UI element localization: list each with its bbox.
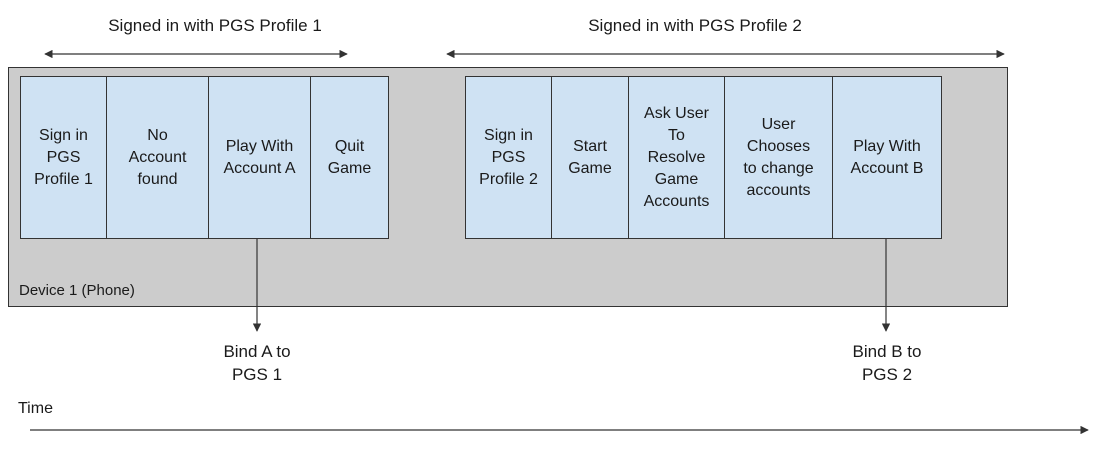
step-quit-game: Quit Game <box>311 77 388 238</box>
bind-b-label: Bind B to PGS 2 <box>852 342 922 384</box>
step-sign-in-profile-1: Sign in PGS Profile 1 <box>21 77 107 238</box>
profile-1-session-lane: Sign in PGS Profile 1 No Account found P… <box>20 76 389 239</box>
step-play-with-account-a: Play With Account A <box>209 77 311 238</box>
device-label: Device 1 (Phone) <box>19 282 135 299</box>
profile-2-session-lane: Sign in PGS Profile 2 Start Game Ask Use… <box>465 76 942 239</box>
step-ask-user-resolve-accounts: Ask User To Resolve Game Accounts <box>629 77 725 238</box>
step-user-chooses-change-accounts: User Chooses to change accounts <box>725 77 833 238</box>
time-axis-label: Time <box>18 400 53 417</box>
step-no-account-found: No Account found <box>107 77 209 238</box>
profile-1-span-label: Signed in with PGS Profile 1 <box>108 16 322 35</box>
profile-2-span-label: Signed in with PGS Profile 2 <box>588 16 802 35</box>
step-play-with-account-b: Play With Account B <box>833 77 941 238</box>
step-sign-in-profile-2: Sign in PGS Profile 2 <box>466 77 552 238</box>
step-start-game: Start Game <box>552 77 629 238</box>
bind-a-label: Bind A to PGS 1 <box>223 342 291 384</box>
